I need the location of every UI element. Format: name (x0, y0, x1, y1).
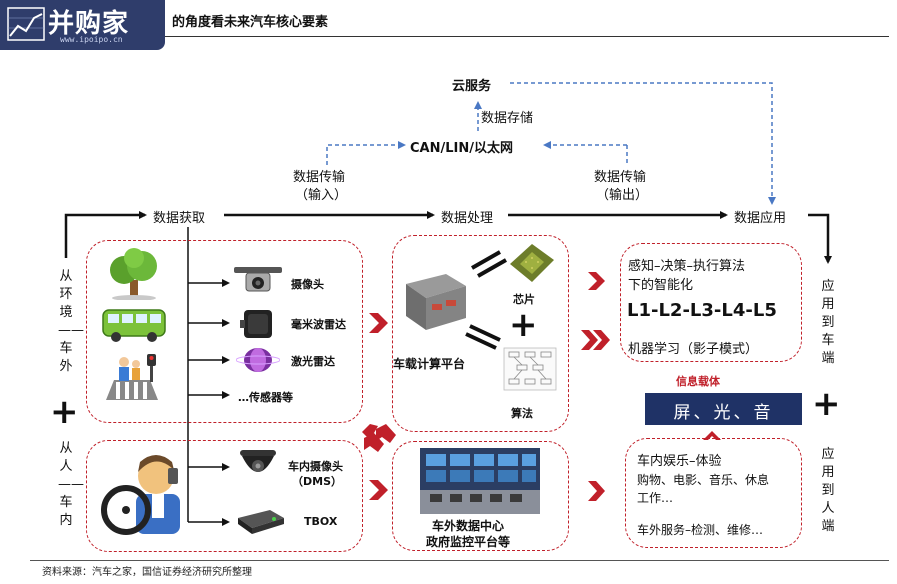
stage-acquire: 数据获取 (153, 211, 206, 226)
driver-icon (101, 455, 180, 535)
onboard-compute-group (392, 235, 569, 432)
bus-icon (102, 309, 166, 342)
radar-label: 毫米波雷达 (291, 318, 346, 331)
link-bars (465, 250, 507, 350)
transfer-out-label: 数据传输 (594, 170, 647, 185)
autonomy-levels: L1-L2-L3-L4-L5 (627, 300, 777, 321)
tbox-icon (238, 510, 284, 534)
cloud-service-label: 云服务 (452, 79, 492, 94)
datacenter-label: 车外数据中心 (432, 519, 505, 533)
gov-platform-label: 政府监控平台等 (426, 535, 511, 549)
chip-label: 芯片 (513, 293, 535, 306)
dms-sub-label: （DMS） (292, 475, 342, 488)
to-vehicle-label: 应用到车端 (821, 279, 835, 366)
cabin-entertainment-title: 车内娱乐–体验 (637, 454, 722, 469)
info-carrier-banner (645, 393, 802, 425)
dms-label: 车内摄像头 (288, 460, 343, 473)
header-divider (165, 36, 889, 37)
red-chevrons (362, 272, 610, 501)
transfer-in-label: 数据传输 (293, 170, 346, 185)
cabin-experience-group (625, 438, 802, 548)
offboard-datacenter-group (392, 441, 569, 551)
lidar-label: 激光雷达 (291, 355, 335, 368)
transfer-in-sub: （输入） (295, 188, 348, 203)
chevron-right-icon (593, 330, 610, 350)
lidar-icon (236, 348, 280, 372)
dome-camera-icon (240, 450, 276, 472)
tbox-label: TBOX (304, 515, 338, 528)
machine-learning-label: 机器学习（影子模式） (628, 342, 759, 357)
logo-banner (0, 0, 165, 50)
compute-platform-label: 车载计算平台 (393, 357, 466, 371)
source-note: 资料来源：汽车之家，国信证券经济研究所整理 (42, 567, 252, 578)
chevron-right-icon (588, 272, 605, 290)
chevron-right-icon (581, 330, 598, 350)
to-person-label: 应用到人端 (821, 447, 835, 534)
stage-process: 数据处理 (441, 211, 494, 226)
intelligence-line2: 下的智能化 (628, 278, 694, 293)
sensor-branch-lines (187, 227, 230, 526)
chip-algorithm-plus: + (509, 305, 538, 345)
algorithm-label: 算法 (511, 407, 533, 420)
radar-icon (240, 310, 272, 338)
footer-divider (30, 560, 889, 561)
chevron-diagonal-icon (362, 424, 378, 440)
stage-apply: 数据应用 (734, 211, 787, 226)
compute-unit-icon (406, 274, 466, 330)
cabin-sensors-group (86, 440, 363, 552)
camera-label: 摄像头 (291, 278, 324, 291)
intelligence-line1: 感知–决策–执行算法 (628, 259, 746, 274)
chip-icon (510, 244, 554, 282)
algorithm-flowchart-icon (503, 347, 557, 391)
chevron-up-icon (703, 431, 721, 440)
camera-icon (234, 267, 282, 292)
chart-logo-icon (7, 7, 45, 41)
logo-brand-text: 并购家 (48, 9, 130, 39)
page-title: 的角度看未来汽车核心要素 (172, 15, 329, 30)
right-plus: + (812, 384, 841, 424)
offboard-services-label: 车外服务–检测、维修… (637, 523, 764, 537)
chevron-right-icon (588, 481, 605, 501)
other-sensors-label: …传感器等 (238, 391, 293, 404)
chevron-right-icon (369, 313, 388, 333)
logo-url-text: www.ipoipo.cn (60, 35, 123, 44)
chevron-right-icon (369, 480, 388, 500)
transfer-out-sub: （输出） (596, 188, 649, 203)
network-bus-label: CAN/LIN/以太网 (410, 141, 513, 156)
info-carrier-label: 信息载体 (676, 375, 720, 388)
from-environment-label: 从环境——车外 (58, 269, 84, 374)
network-dashed-arrows (326, 82, 776, 205)
intelligence-group (620, 243, 802, 362)
main-flow-arrows (64, 211, 832, 264)
environment-sensors-group (86, 240, 363, 423)
monitoring-center-icon (420, 448, 540, 514)
left-plus: + (50, 392, 79, 432)
crosswalk-pedestrian-icon (106, 354, 158, 400)
cabin-entertainment-items: 购物、电影、音乐、休息 (637, 473, 770, 487)
cabin-entertainment-items-2: 工作… (637, 491, 674, 505)
data-storage-label: 数据存储 (481, 111, 534, 126)
from-person-label: 从人——车内 (58, 441, 84, 528)
tree-icon (110, 248, 157, 300)
info-carrier-text: 屏、光、音 (673, 403, 774, 423)
